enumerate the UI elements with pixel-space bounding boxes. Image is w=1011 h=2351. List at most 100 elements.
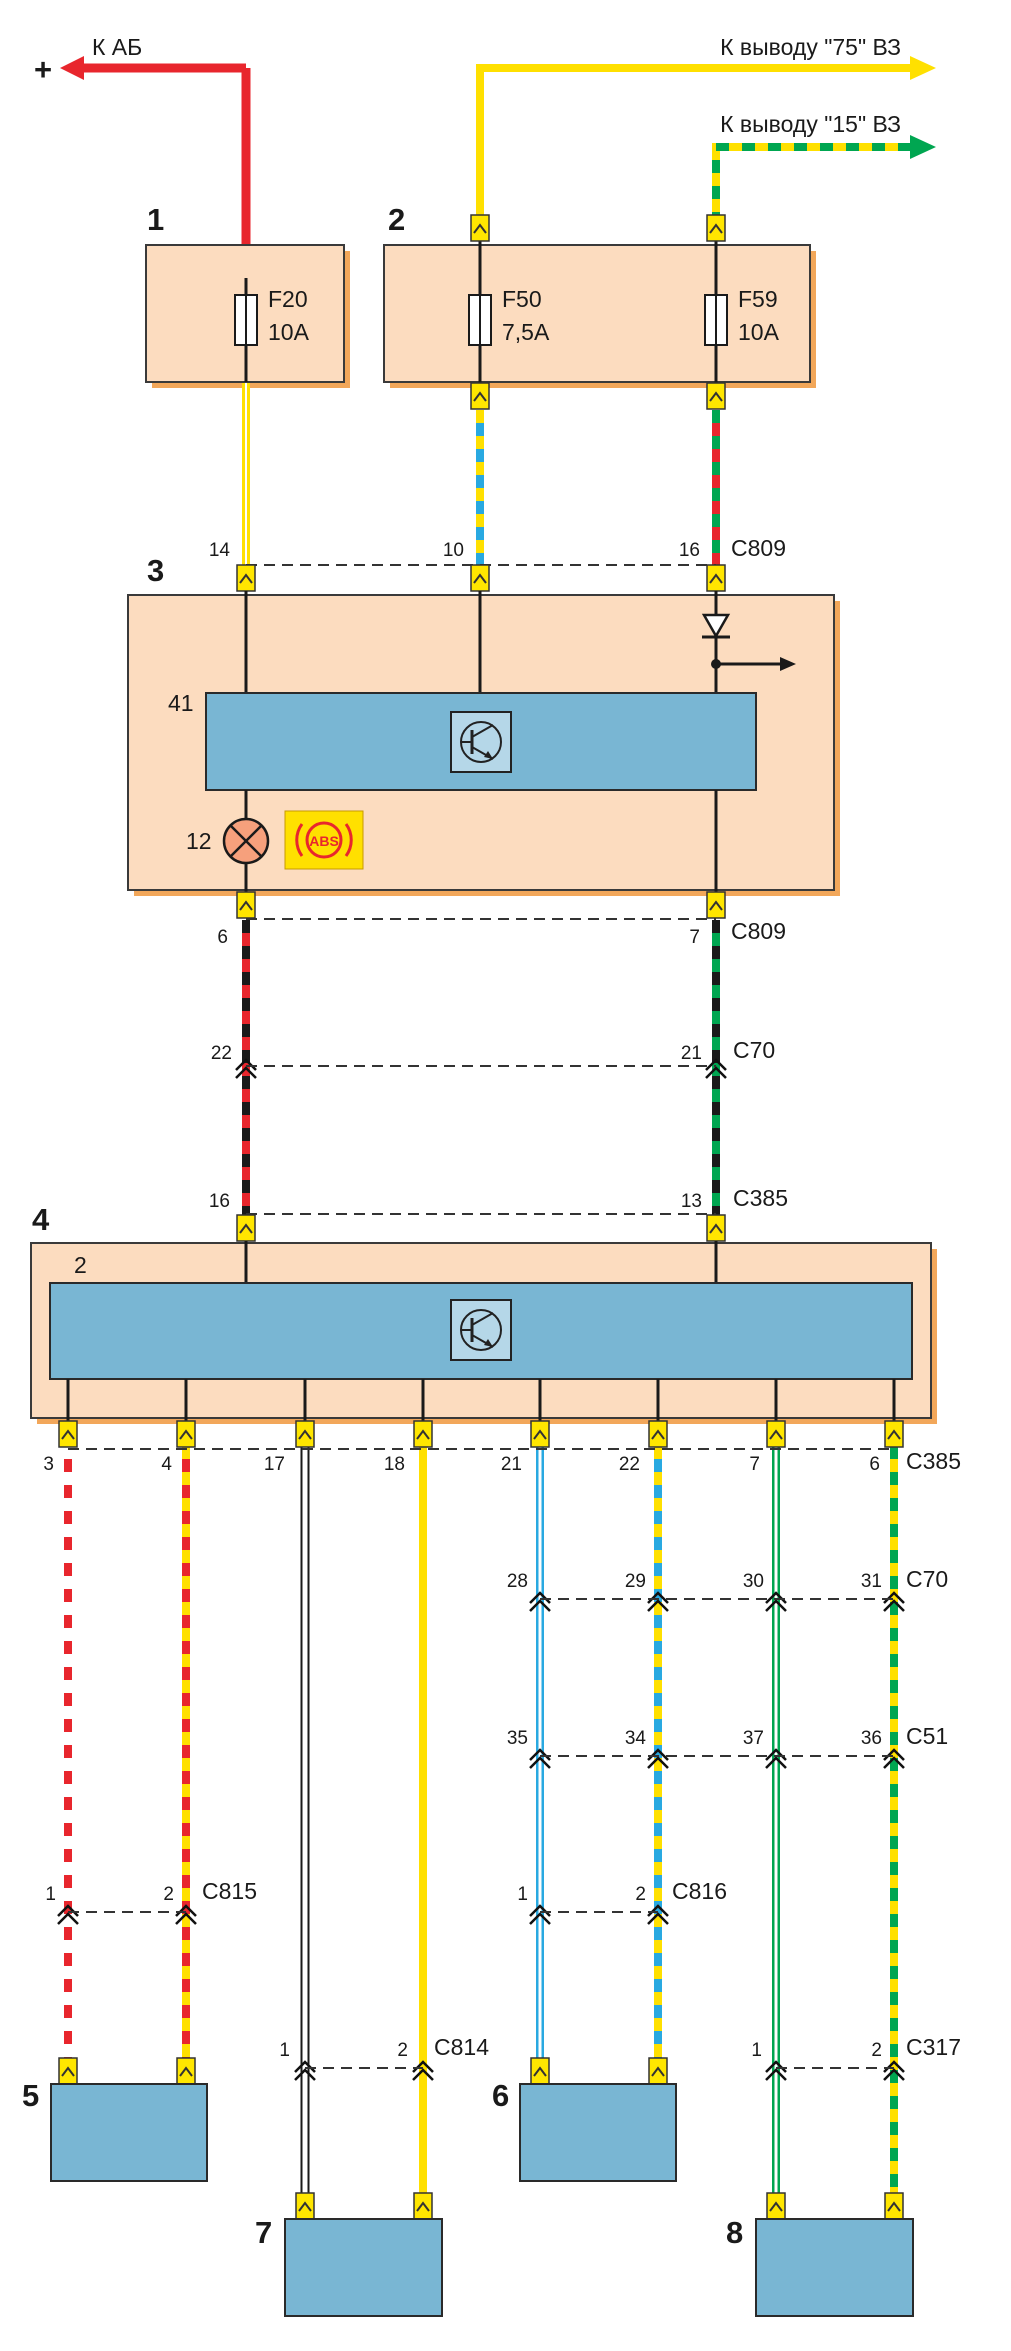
- c814-pin-1: 1: [279, 2040, 290, 2061]
- c815-plugs: [56, 1904, 198, 1926]
- pin-35: 35: [507, 1728, 528, 1749]
- pin-4: 4: [161, 1454, 172, 1475]
- component5-number: 5: [22, 2078, 39, 2113]
- c815-label: C815: [202, 1878, 257, 1904]
- f59-bottom-terminal: [706, 382, 726, 410]
- pin-37: 37: [743, 1728, 764, 1749]
- pin-3: 3: [43, 1454, 54, 1475]
- c385-b-label: C385: [906, 1448, 961, 1474]
- out75-wire: [476, 64, 915, 225]
- pin-22-c70: 22: [211, 1043, 232, 1064]
- pin-7-c809: 7: [689, 927, 700, 948]
- lamp-label: 12: [186, 828, 212, 854]
- m3-pin10-terminal: [470, 564, 490, 592]
- f59-name: F59: [738, 286, 778, 312]
- out15-label: К выводу "15" ВЗ: [720, 111, 901, 137]
- c70-b-plugs: [528, 1591, 906, 1613]
- diode-icon: [701, 613, 731, 639]
- component7-number: 7: [255, 2215, 272, 2250]
- pin-21: 21: [501, 1454, 522, 1475]
- c317-pin-2: 2: [871, 2040, 882, 2061]
- battery-label: К АБ: [92, 34, 142, 60]
- pin-14: 14: [209, 540, 231, 561]
- c809-top-label: C809: [731, 535, 786, 561]
- module4-transistor-icon: [449, 1298, 513, 1362]
- c51-plugs: [528, 1748, 906, 1770]
- c815-pin-1: 1: [45, 1884, 56, 1905]
- battery-arrow-icon: [60, 56, 84, 80]
- f50-rating: 7,5A: [502, 319, 550, 345]
- c317-pin-1: 1: [751, 2040, 762, 2061]
- pin-28: 28: [507, 1571, 528, 1592]
- out75-label: К выводу "75" ВЗ: [720, 34, 901, 60]
- component6: [519, 2057, 677, 2182]
- pin-16-c385: 16: [209, 1191, 230, 1212]
- pin-6: 6: [869, 1454, 880, 1475]
- c816-pin-1: 1: [517, 1884, 528, 1905]
- block2-number: 2: [388, 202, 405, 237]
- f59-rating: 10A: [738, 319, 780, 345]
- component5: [50, 2057, 208, 2182]
- c814-label: C814: [434, 2034, 489, 2060]
- block4-number: 4: [32, 1202, 50, 1237]
- component6-number: 6: [492, 2078, 509, 2113]
- m3-pin6-terminal: [236, 891, 256, 919]
- pin-17: 17: [264, 1454, 285, 1475]
- pin-6-c809: 6: [217, 927, 228, 948]
- c816-plugs: [528, 1904, 670, 1926]
- m3-pin7-terminal: [706, 891, 726, 919]
- pin-34: 34: [625, 1728, 647, 1749]
- pin-10: 10: [443, 540, 464, 561]
- c317-label: C317: [906, 2034, 961, 2060]
- block3-number: 3: [147, 553, 164, 588]
- component7: [284, 2192, 443, 2317]
- c809-bottom-label: C809: [731, 918, 786, 944]
- block1-number: 1: [147, 202, 164, 237]
- module4-inner-label: 2: [74, 1252, 87, 1278]
- out15-wire-stripe: [712, 143, 910, 225]
- f20-rating: 10A: [268, 319, 310, 345]
- c816-pin-2: 2: [635, 1884, 646, 1905]
- battery-plus-sign: +: [34, 52, 52, 87]
- c51-label: C51: [906, 1723, 948, 1749]
- c814-plugs: [293, 2060, 435, 2082]
- out15-wire: [712, 143, 910, 225]
- m4-output-terminals: [58, 1420, 904, 1448]
- pin-7: 7: [749, 1454, 760, 1475]
- block2-box: [383, 244, 811, 383]
- out15-arrow-icon: [910, 135, 936, 159]
- pin-13-c385: 13: [681, 1191, 702, 1212]
- component8: [755, 2192, 914, 2317]
- pin-18: 18: [384, 1454, 405, 1475]
- m3-pin16-terminal: [706, 564, 726, 592]
- f50-top-terminal: [470, 214, 490, 242]
- m4-pin13-terminal: [706, 1214, 726, 1242]
- m4-pin16-terminal: [236, 1214, 256, 1242]
- c816-label: C816: [672, 1878, 727, 1904]
- pin-30: 30: [743, 1571, 764, 1592]
- pin-21-c70: 21: [681, 1043, 702, 1064]
- c385-a-label: C385: [733, 1185, 788, 1211]
- pin-36: 36: [861, 1728, 882, 1749]
- c70-a-label: C70: [733, 1037, 775, 1063]
- module4-output-stubs: [66, 1379, 896, 1423]
- c814-pin-2: 2: [397, 2040, 408, 2061]
- c317-plugs: [764, 2060, 906, 2082]
- f59-top-terminal: [706, 214, 726, 242]
- module3-transistor-icon: [449, 710, 513, 774]
- c815-pin-2: 2: [163, 1884, 174, 1905]
- f20-name: F20: [268, 286, 308, 312]
- f50-bottom-terminal: [470, 382, 490, 410]
- pin-22: 22: [619, 1454, 640, 1475]
- pin-29: 29: [625, 1571, 646, 1592]
- c70-b-label: C70: [906, 1566, 948, 1592]
- diag-output-arrow-icon: [780, 657, 796, 671]
- module3-inner-label: 41: [168, 690, 194, 716]
- component8-number: 8: [726, 2215, 743, 2250]
- pin-31: 31: [861, 1571, 882, 1592]
- abs-text: ABS: [309, 833, 339, 849]
- m3-pin14-terminal: [236, 564, 256, 592]
- warning-lamp-icon: [222, 817, 270, 865]
- pin-16-c809: 16: [679, 540, 700, 561]
